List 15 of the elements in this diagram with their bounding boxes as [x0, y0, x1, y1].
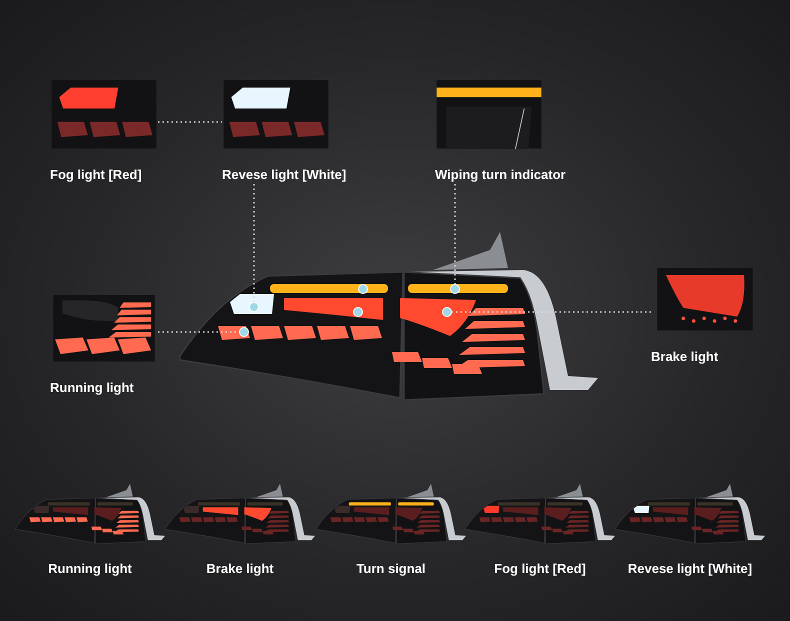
- node-label: Running light: [48, 560, 132, 578]
- leader-line: [158, 121, 222, 123]
- node-label: Brake light: [206, 560, 274, 578]
- node-label: Running light: [50, 378, 134, 397]
- leader-line: [158, 331, 239, 333]
- leader-line: [454, 184, 456, 284]
- node-label: Fog light [Red]: [494, 560, 586, 578]
- leader-line: [452, 311, 651, 313]
- node-label: Turn signal: [356, 560, 426, 578]
- leader-line: [253, 184, 255, 302]
- node-label: Revese light [White]: [222, 166, 346, 184]
- node-label: Revese light [White]: [628, 560, 752, 578]
- node-label: Fog light [Red]: [50, 166, 142, 184]
- node-label: Wiping turn indicator: [435, 166, 566, 184]
- node-label: Brake light: [651, 348, 718, 366]
